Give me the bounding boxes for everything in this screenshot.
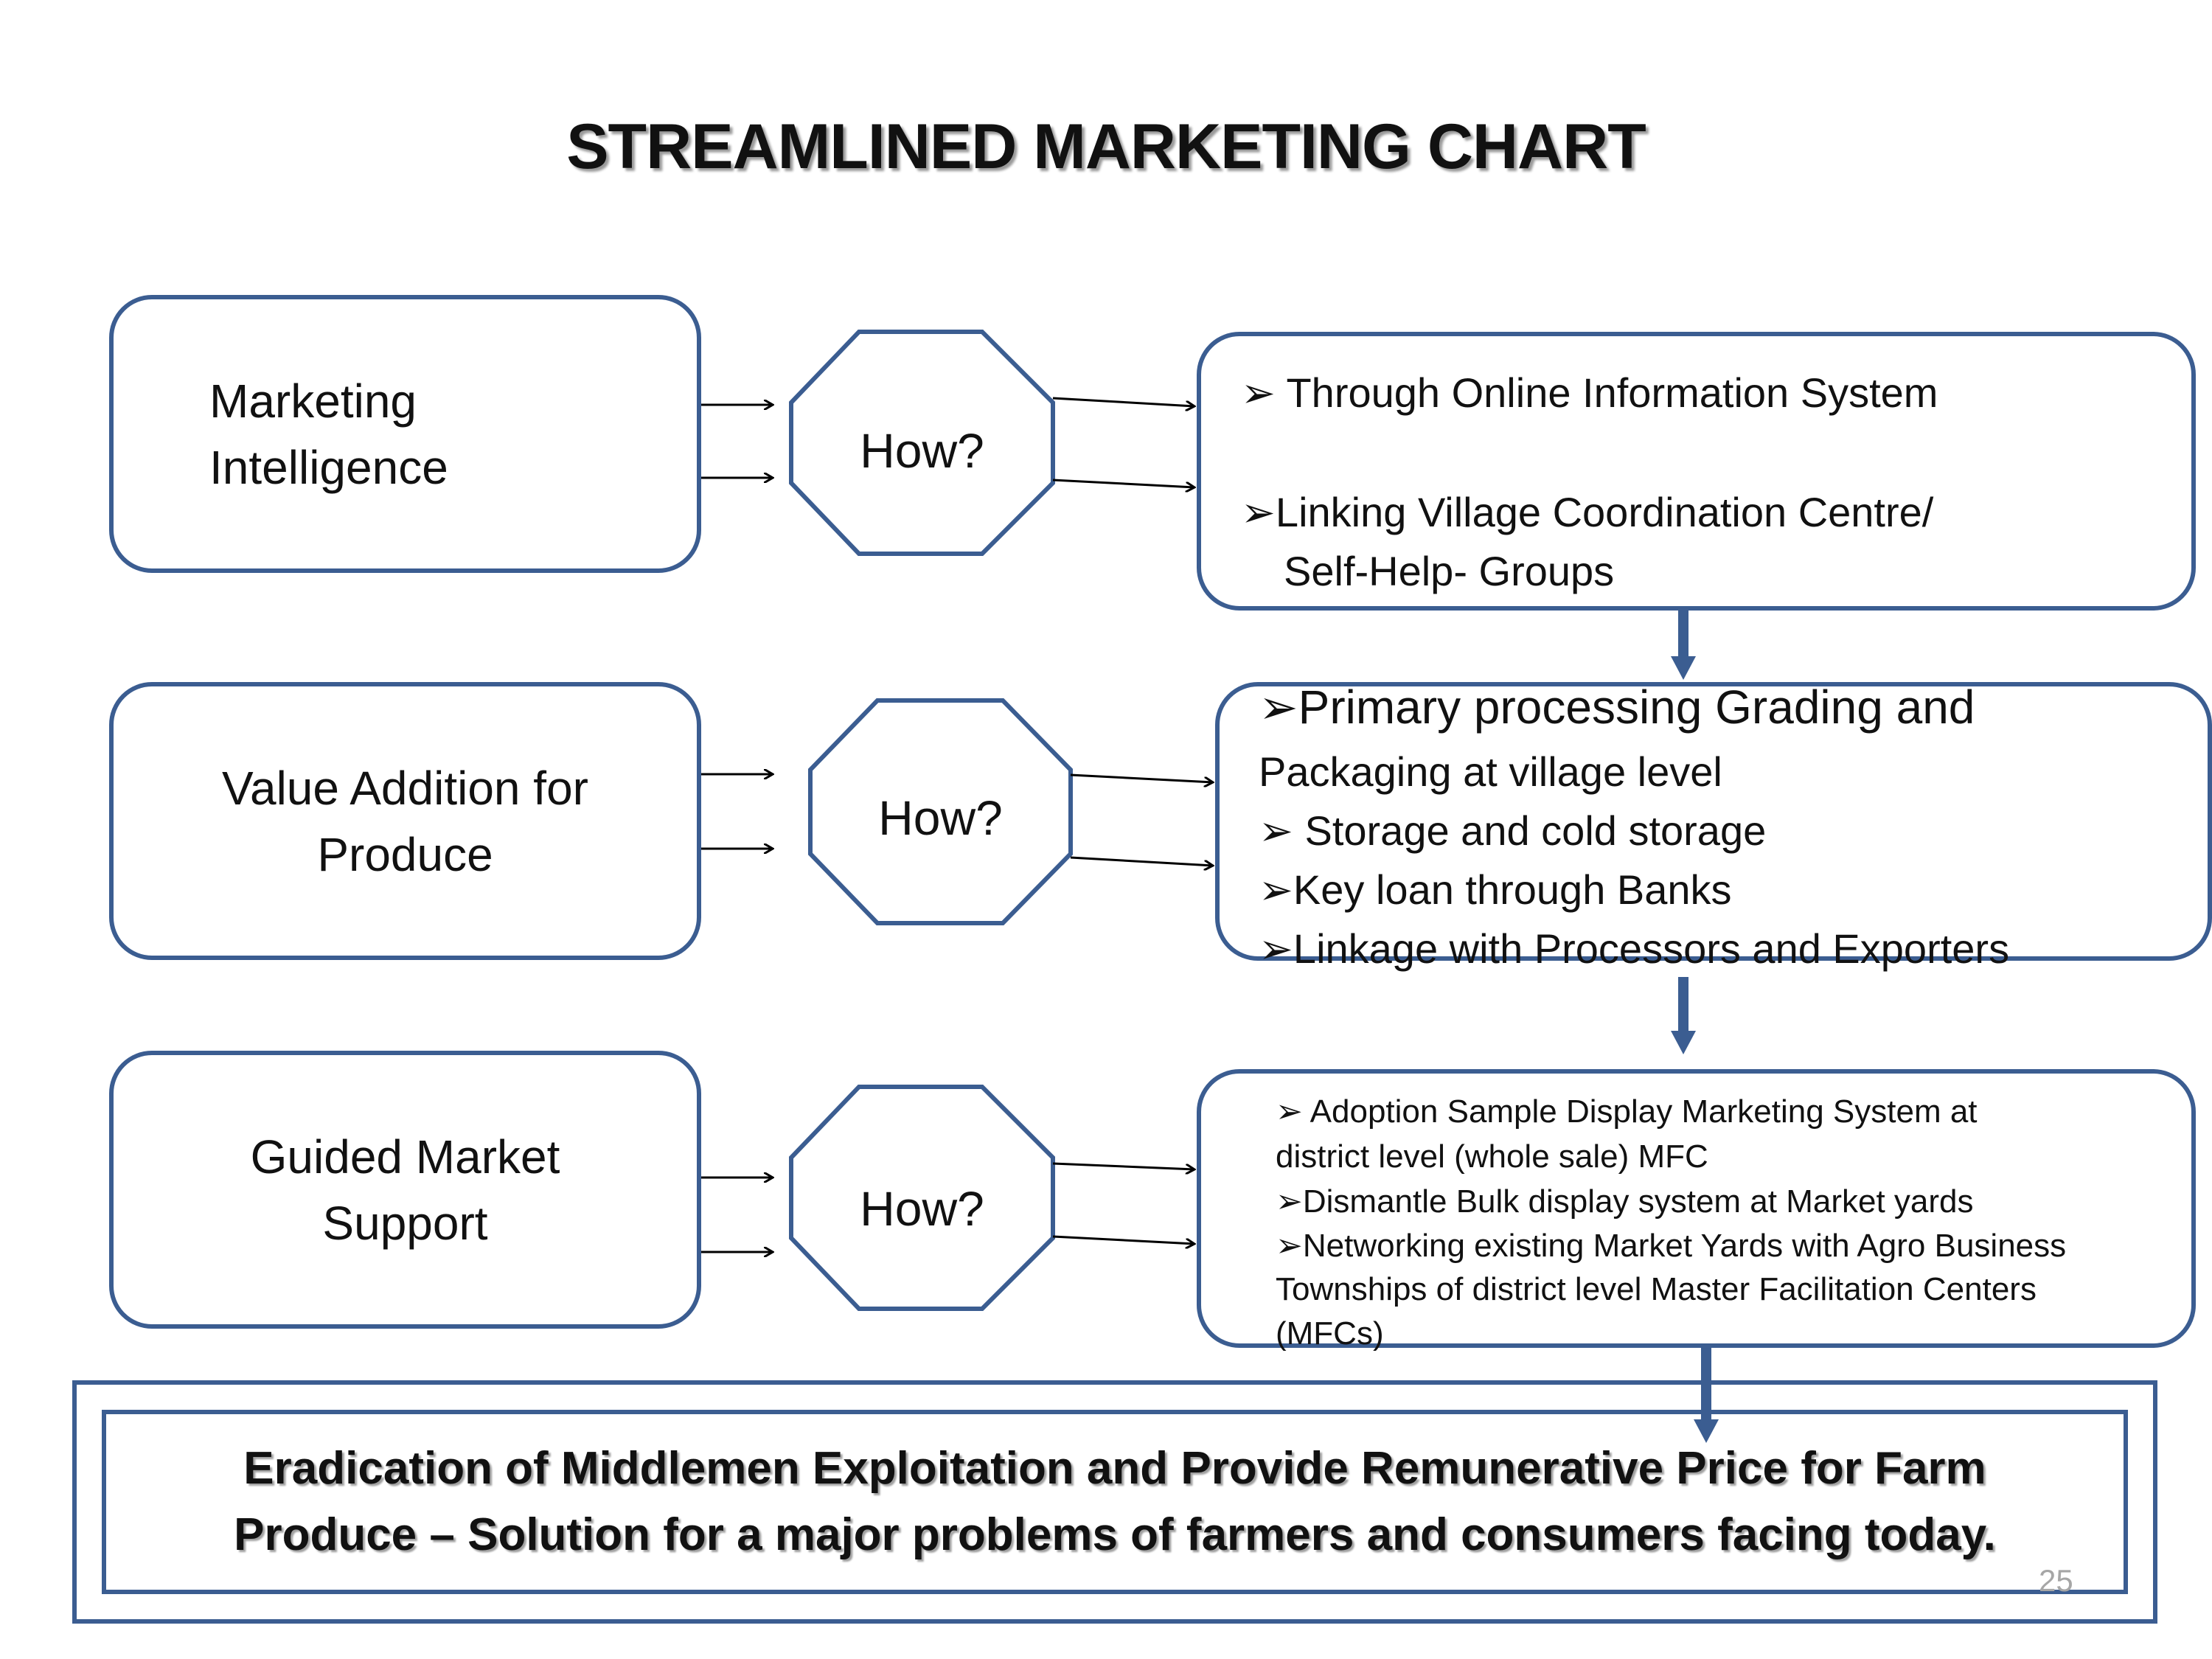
arrow-how-to-detail bbox=[1052, 397, 1194, 406]
detail-line: (MFCs) bbox=[1276, 1315, 1384, 1352]
category-box-guided-market-support: Guided Market Support bbox=[109, 1051, 701, 1329]
arrow-how-to-detail bbox=[1052, 1162, 1194, 1169]
arrow-how-to-detail bbox=[1070, 773, 1213, 782]
category-label: Intelligence bbox=[209, 440, 448, 494]
conclusion-line: Produce – Solution for a major problems … bbox=[234, 1509, 1996, 1560]
page-number: 25 bbox=[2039, 1563, 2073, 1598]
detail-box-value-addition bbox=[1215, 682, 2212, 961]
detail-line: ➢ Through Online Information System bbox=[1241, 369, 1938, 416]
how-label: How? bbox=[860, 1181, 984, 1236]
detail-line: Townships of district level Master Facil… bbox=[1276, 1271, 2037, 1307]
how-octagon bbox=[789, 1085, 1055, 1311]
detail-line: district level (whole sale) MFC bbox=[1276, 1138, 1708, 1175]
arrow-how-to-detail bbox=[1052, 479, 1194, 487]
category-box-marketing-intelligence: Marketing Intelligence bbox=[109, 295, 701, 573]
detail-line: ➢ Adoption Sample Display Marketing Syst… bbox=[1276, 1093, 1978, 1130]
how-octagon bbox=[808, 698, 1073, 925]
arrow-how-to-detail bbox=[1070, 856, 1213, 866]
conclusion-outer-frame bbox=[72, 1380, 2157, 1624]
category-label: Marketing bbox=[209, 374, 417, 428]
how-label: How? bbox=[878, 790, 1003, 845]
category-box-value-addition: Value Addition for Produce bbox=[109, 682, 701, 960]
detail-line: ➢Linkage with Processors and Exporters bbox=[1259, 925, 2010, 972]
category-label: Produce bbox=[317, 827, 493, 881]
conclusion-line: Eradication of Middlemen Exploitation an… bbox=[243, 1443, 1986, 1494]
detail-line: ➢Key loan through Banks bbox=[1259, 866, 1732, 913]
detail-line: Packaging at village level bbox=[1259, 748, 1722, 795]
detail-line: ➢Dismantle Bulk display system at Market… bbox=[1276, 1183, 1974, 1220]
category-label: Value Addition for bbox=[222, 761, 588, 815]
detail-line: ➢ Storage and cold storage bbox=[1259, 807, 1767, 854]
how-label: How? bbox=[860, 423, 984, 478]
category-label: Guided Market bbox=[250, 1130, 560, 1183]
detail-line: Self-Help- Groups bbox=[1284, 548, 1615, 594]
detail-line: ➢Primary processing Grading and bbox=[1259, 681, 1975, 734]
detail-box-guided-market-support bbox=[1197, 1069, 2196, 1348]
how-octagon bbox=[789, 330, 1055, 556]
detail-line: ➢Linking Village Coordination Centre/ bbox=[1241, 489, 1934, 535]
conclusion-box: Eradication of Middlemen Exploitation an… bbox=[102, 1410, 2128, 1594]
category-label: Support bbox=[322, 1196, 488, 1250]
arrow-how-to-detail bbox=[1052, 1235, 1194, 1244]
page-title: STREAMLINED MARKETING CHART bbox=[566, 111, 1646, 182]
detail-box-marketing-intelligence bbox=[1197, 332, 2196, 611]
detail-line: ➢Networking existing Market Yards with A… bbox=[1276, 1228, 2067, 1264]
